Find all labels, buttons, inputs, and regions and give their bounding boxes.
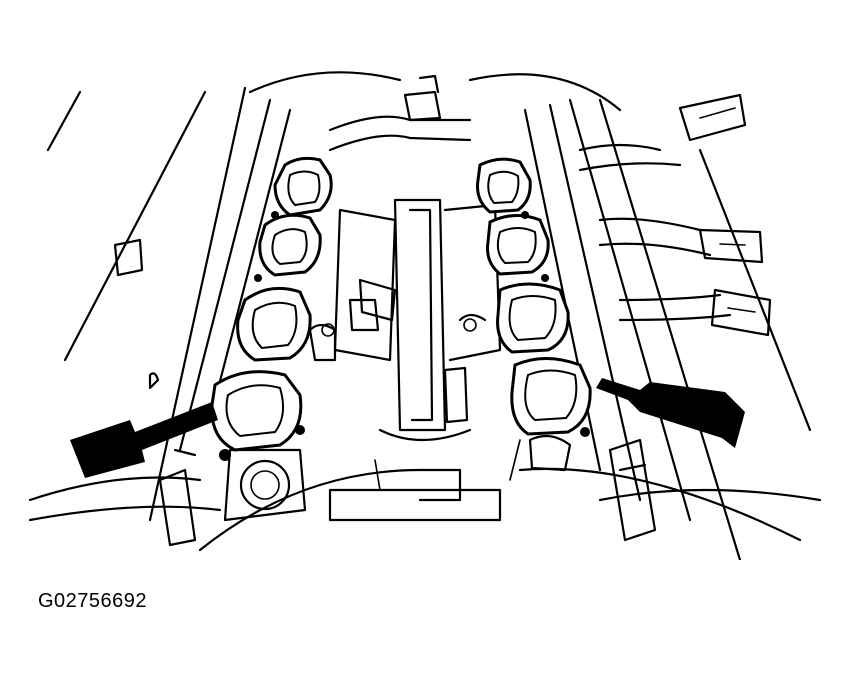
right-bank-gaskets <box>476 157 592 472</box>
figure-id-label: G02756692 <box>38 590 148 612</box>
lower-brackets <box>158 438 657 547</box>
left-pointer-arrow <box>70 402 218 478</box>
intake-manifold-gasket-illustration <box>28 71 822 560</box>
hoses-and-connectors <box>113 74 772 390</box>
right-pointer-arrow <box>596 378 745 448</box>
left-bank-gaskets <box>210 156 333 522</box>
center-throttle-assembly <box>308 198 502 522</box>
engine-background-lines <box>28 71 822 560</box>
